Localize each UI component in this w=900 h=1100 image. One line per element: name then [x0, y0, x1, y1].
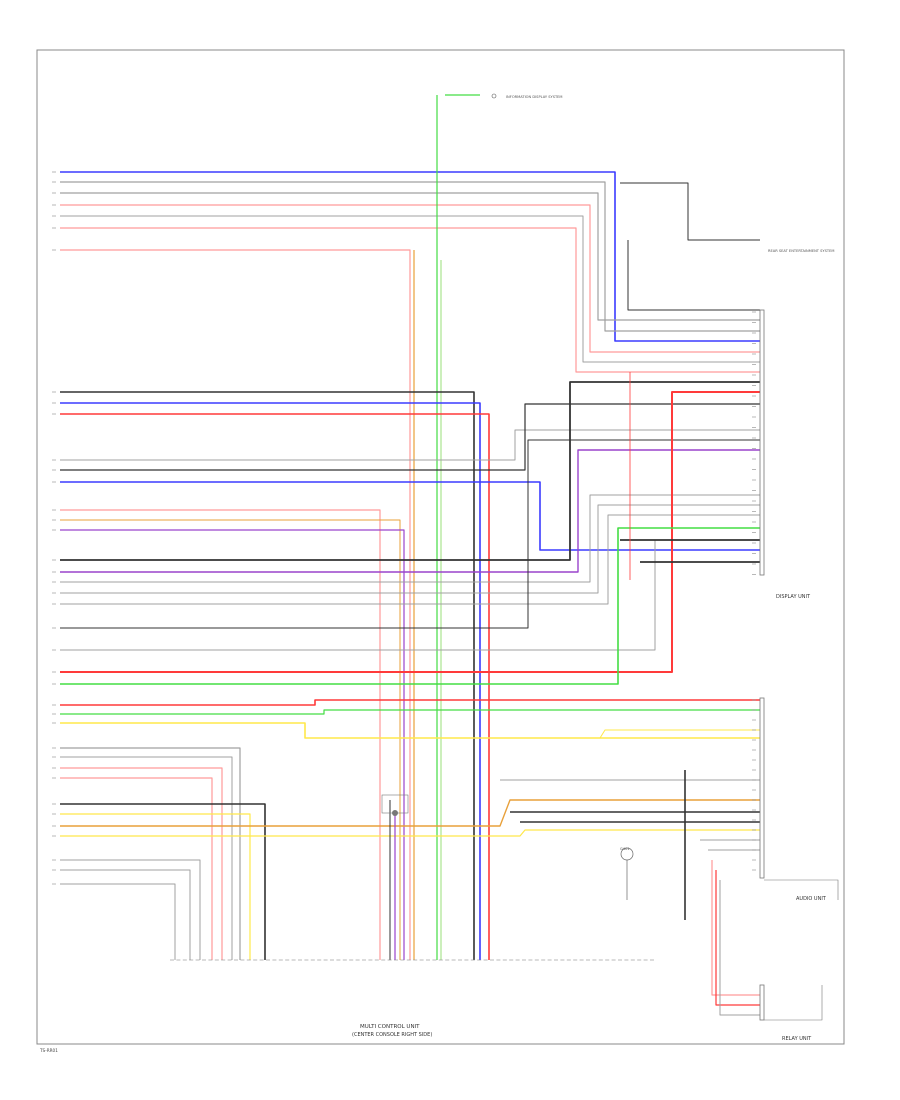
wire-blue-0: [60, 171, 760, 342]
top-system-label: INFORMATION DISPLAY SYSTEM: [506, 95, 563, 99]
label-layer: [52, 171, 756, 961]
wire-gray-59: [719, 880, 760, 1016]
wire-pink-5: [60, 227, 760, 373]
right-system-label: REAR SEAT ENTERTAINMENT SYSTEM: [768, 249, 834, 253]
wire-yellow-45: [60, 829, 760, 837]
wire-purple-23: [60, 449, 760, 573]
wire-red-15: [60, 413, 490, 960]
wire-gray-47: [60, 869, 191, 960]
audio-unit-label: AUDIO UNIT: [796, 896, 827, 902]
wire-gray-16: [60, 429, 760, 461]
wire-black-17: [60, 403, 760, 471]
wire-gray-2: [60, 192, 760, 321]
ground-label: G401: [620, 847, 630, 851]
audio-unit-connector: AUDIO UNIT: [759, 697, 839, 902]
wire-black-8: [620, 182, 760, 241]
wire-black-22: [60, 381, 760, 561]
relay-unit-label: RELAY UNIT: [782, 1036, 812, 1042]
wire-gray-39: [60, 756, 233, 960]
display-unit-connector: DISPLAY UNIT: [759, 309, 811, 600]
wire-red-34: [60, 699, 760, 706]
wire-purple-21: [60, 529, 405, 960]
wire-gray-48: [60, 883, 176, 960]
display-unit-label: DISPLAY UNIT: [776, 594, 811, 600]
wire-gray-4: [60, 215, 760, 363]
wire-black-9: [627, 240, 760, 311]
wire-black-27: [60, 439, 760, 629]
diagram-code: TS-RR01: [39, 1048, 58, 1053]
wire-pink-3: [60, 204, 760, 353]
wire-red-29: [60, 391, 760, 673]
ground-icon: [620, 847, 634, 900]
wire-orange-20: [60, 519, 401, 960]
main-control-unit-label: MULTI CONTROL UNIT: [360, 1024, 420, 1030]
wire-orange-44: [60, 799, 760, 827]
wire-pink-40: [60, 767, 223, 960]
wire-pink-57: [711, 860, 760, 996]
wire-green-35: [60, 709, 760, 715]
wire-gray-46: [60, 859, 201, 960]
diagram-frame: [36, 49, 845, 1045]
wire-yellow-43: [60, 813, 251, 960]
junction-connector: [381, 794, 409, 816]
wire-yellow-37: [305, 729, 760, 739]
wire-pink-19: [60, 509, 381, 960]
relay-unit-connector: RELAY UNIT: [759, 984, 823, 1042]
wire-red-58: [715, 870, 760, 1006]
main-control-unit-sublabel: (CENTER CONSOLE RIGHT SIDE): [352, 1032, 432, 1038]
wire-green-30: [60, 527, 760, 685]
wire-gray-25: [60, 504, 760, 594]
top-connector-icon: [491, 93, 497, 99]
wire-pink-41: [60, 777, 213, 960]
wire-pink-6: [60, 249, 411, 960]
wire-gray-38: [60, 747, 241, 960]
wire-black-13: [60, 391, 475, 960]
wire-black-42: [60, 803, 266, 960]
wire-blue-18: [60, 481, 760, 551]
wire-gray-24: [60, 494, 760, 583]
wire-gray-26: [60, 514, 760, 605]
wire-gray-1: [60, 181, 760, 332]
wire-blue-14: [60, 402, 481, 960]
wire-layer: [60, 94, 760, 1016]
